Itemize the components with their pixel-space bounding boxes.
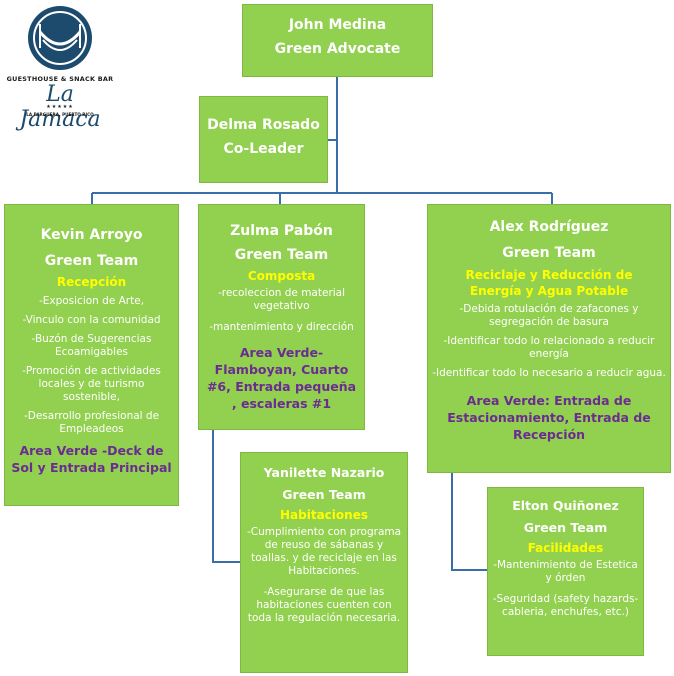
node-role: Green Team — [282, 487, 366, 502]
node-zulma-pabon: Zulma Pabón Green Team Composta -recolec… — [198, 204, 365, 430]
logo-name: La Jamaca — [19, 82, 101, 132]
list-item: -Asegurarse de que las habitaciones cuen… — [247, 586, 401, 624]
node-yanilette-nazario: Yanilette Nazario Green Team Habitacione… — [240, 452, 408, 673]
node-area: Area Verde: Entrada de Estacionamiento, … — [447, 393, 651, 442]
list-item: -Identificar todo lo necesario a reducir… — [432, 367, 666, 379]
list-item: -Exposicion de Arte, — [38, 295, 145, 307]
node-items: -Exposicion de Arte, -Vinculo con la com… — [5, 295, 178, 436]
list-item: -Debida rotulación de zafacones y segreg… — [459, 303, 639, 328]
list-item: -Identificar todo lo relacionado a reduc… — [443, 335, 655, 360]
list-item: -Cumplimiento con programa de reuso de s… — [246, 526, 402, 577]
node-department: Facilidades — [527, 541, 604, 555]
connector-yanilette — [212, 430, 240, 563]
node-department: Habitaciones — [280, 508, 368, 522]
node-name: Alex Rodríguez — [489, 219, 609, 235]
node-items: -Cumplimiento con programa de reuso de s… — [241, 526, 407, 625]
node-items: -recoleccion de material vegetativo -man… — [199, 287, 364, 334]
node-department: Reciclaje y Reducción de Energía y Agua … — [465, 268, 633, 298]
list-item: -Buzón de Sugerencias Ecoamigables — [31, 333, 152, 358]
list-item: -Vinculo con la comunidad — [22, 314, 161, 326]
node-department: Composta — [247, 269, 316, 283]
node-department: Recepción — [56, 275, 127, 289]
node-role: Green Team — [523, 520, 608, 535]
node-role: Green Team — [234, 247, 329, 263]
node-name: Delma Rosado — [207, 117, 320, 133]
node-role: Co-Leader — [223, 141, 304, 157]
node-area: Area Verde -Deck de Sol y Entrada Princi… — [11, 443, 172, 475]
logo-stars: ★★★★★ — [46, 104, 74, 110]
node-delma-rosado: Delma Rosado Co-Leader — [199, 96, 328, 183]
connector-elton — [451, 473, 487, 571]
node-role: Green Advocate — [274, 41, 401, 57]
logo-tagline: GUESTHOUSE & SNACK BAR — [6, 75, 114, 83]
node-alex-rodriguez: Alex Rodríguez Green Team Reciclaje y Re… — [427, 204, 671, 473]
node-area: Area Verde- Flamboyan, Cuarto #6, Entrad… — [206, 345, 357, 411]
node-name: Zulma Pabón — [230, 223, 333, 239]
list-item: -mantenimiento y dirección — [209, 321, 354, 333]
node-items: -Mantenimiento de Estetica y órden -Segu… — [488, 559, 643, 619]
node-name: Elton Quiñonez — [512, 498, 619, 513]
list-item: -recoleccion de material vegetativo — [217, 287, 346, 312]
node-role: Green Team — [44, 253, 139, 269]
list-item: -Desarrollo profesional de Empleadeos — [23, 410, 160, 435]
node-name: John Medina — [288, 17, 387, 33]
node-name: Yanilette Nazario — [263, 465, 385, 480]
logo: GUESTHOUSE & SNACK BAR La Jamaca ★★★★★ L… — [4, 2, 116, 132]
hammock-icon — [28, 6, 92, 70]
node-items: -Debida rotulación de zafacones y segreg… — [428, 303, 670, 380]
node-john-medina: John Medina Green Advocate — [242, 4, 433, 77]
node-kevin-arroyo: Kevin Arroyo Green Team Recepción -Expos… — [4, 204, 179, 506]
list-item: -Mantenimiento de Estetica y órden — [493, 559, 638, 584]
list-item: -Seguridad (safety hazards-cableria, enc… — [492, 593, 639, 618]
logo-location: LA PARGUERA, PUERTO RICO — [26, 112, 94, 117]
list-item: -Promoción de actividades locales y de t… — [22, 365, 161, 403]
node-elton-quinonez: Elton Quiñonez Green Team Facilidades -M… — [487, 487, 644, 656]
node-role: Green Team — [502, 245, 596, 261]
node-name: Kevin Arroyo — [40, 227, 143, 243]
